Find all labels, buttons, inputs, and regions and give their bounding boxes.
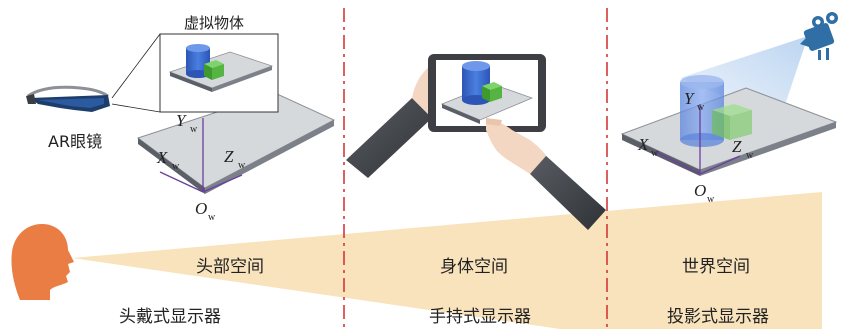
callout-line-top xyxy=(111,33,161,99)
head-axis-o-sub: w xyxy=(208,212,216,223)
world-space-axes xyxy=(655,104,741,175)
space-label-head: 头部空间 xyxy=(196,257,264,277)
world-space-objects xyxy=(680,75,752,147)
inset-scene xyxy=(168,44,274,92)
world-axis-z: Z xyxy=(732,137,742,156)
display-label-projection: 投影式显示器 xyxy=(667,307,769,327)
head-axis-z-sub: w xyxy=(238,160,246,171)
head-icon xyxy=(11,224,75,300)
space-label-world: 世界空间 xyxy=(682,257,750,277)
callout-line-bottom xyxy=(111,103,161,113)
virtual-object-label: 虚拟物体 xyxy=(184,14,244,32)
head-space-board xyxy=(136,92,336,194)
world-axis-o-sub: w xyxy=(707,194,715,205)
ar-glasses-label: AR眼镜 xyxy=(48,132,102,151)
world-axis-y: Y xyxy=(684,89,695,108)
space-wedge xyxy=(72,192,822,329)
ar-glasses-icon xyxy=(26,85,110,112)
space-label-body: 身体空间 xyxy=(440,257,508,277)
world-axis-z-sub: w xyxy=(746,150,754,161)
head-axis-y: Y xyxy=(176,111,187,130)
world-axis-o: O xyxy=(694,181,706,200)
head-space-axes xyxy=(159,118,243,193)
world-axis-y-sub: w xyxy=(697,102,705,113)
head-axis-z: Z xyxy=(224,147,234,166)
head-axis-o: O xyxy=(195,199,207,218)
display-label-head-mounted: 头戴式显示器 xyxy=(119,307,221,327)
head-axis-x: X xyxy=(156,148,168,167)
world-axis-x: X xyxy=(637,135,649,154)
world-axis-x-sub: w xyxy=(651,148,659,159)
tablet-device xyxy=(428,54,546,132)
display-label-handheld: 手持式显示器 xyxy=(429,307,531,327)
head-axis-y-sub: w xyxy=(190,124,198,135)
projector-icon xyxy=(800,12,838,60)
head-axis-x-sub: w xyxy=(172,161,180,172)
right-arm xyxy=(486,118,606,230)
